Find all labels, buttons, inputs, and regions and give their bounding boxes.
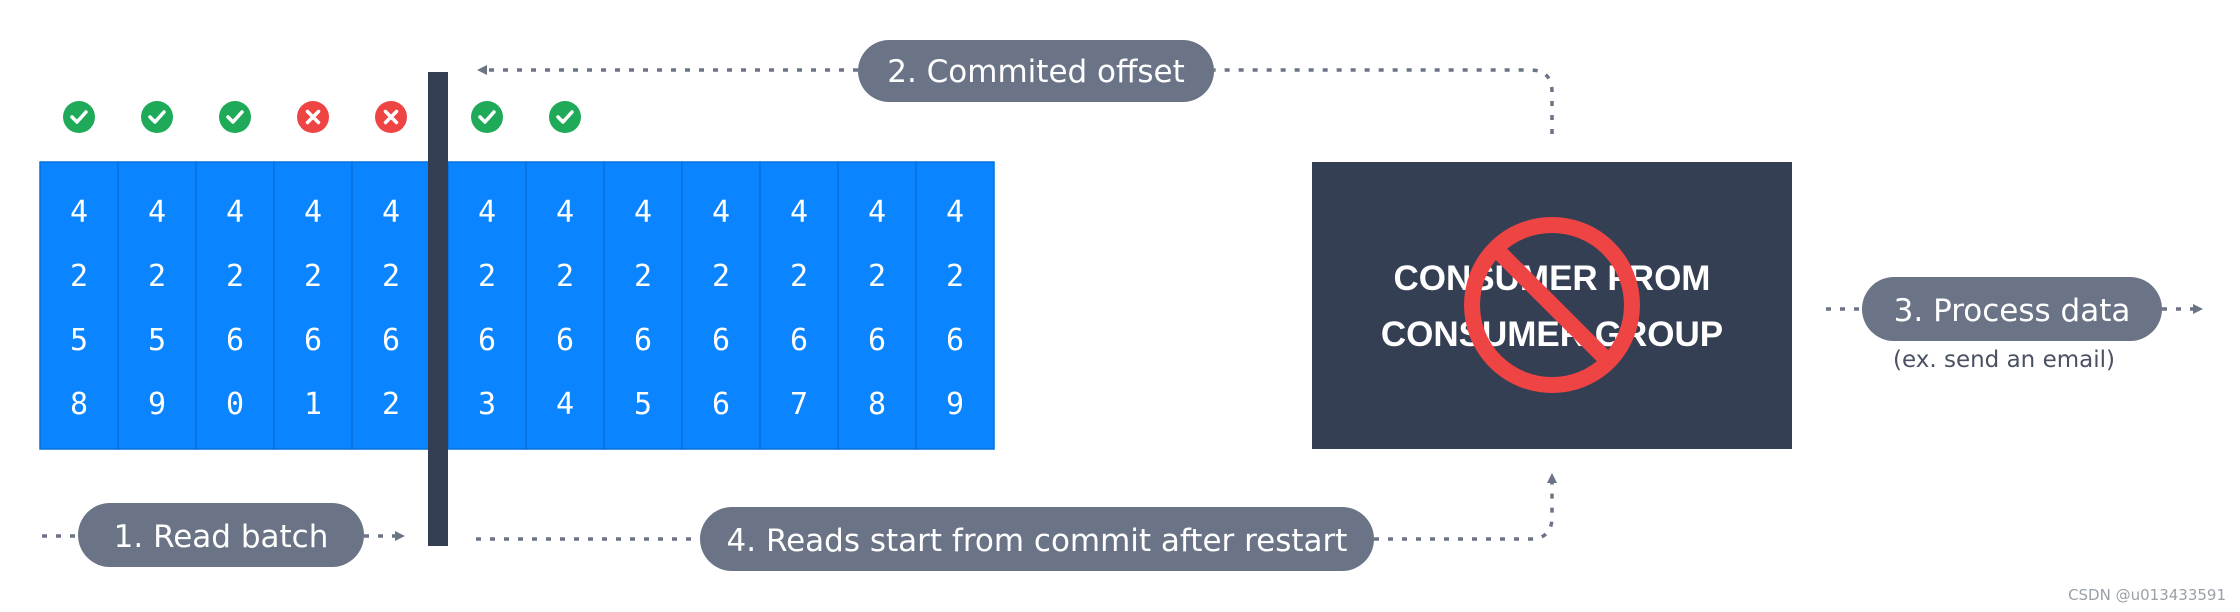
offset-digit: 6 (382, 323, 400, 358)
offset-digit: 0 (226, 387, 244, 422)
offset-digit: 6 (868, 323, 886, 358)
commited-offset-text: 2. Commited offset (887, 54, 1185, 90)
offset-cell-bg (837, 161, 917, 450)
offset-digit: 2 (712, 259, 730, 294)
cross-icon (297, 101, 329, 133)
offset-digit: 4 (478, 195, 496, 230)
offset-digit: 2 (304, 259, 322, 294)
offset-digit: 6 (556, 323, 574, 358)
offset-cell: 4 2 5 9 (117, 161, 197, 450)
offset-cell: 4 2 6 7 (759, 161, 839, 450)
label-process-data: 3. Process data (ex. send an email) (1862, 277, 2162, 373)
offset-digit: 1 (304, 387, 322, 422)
label-reads-start: 4. Reads start from commit after restart (700, 507, 1374, 571)
offset-digit: 9 (148, 387, 166, 422)
consumer-line-1: CONSUMER FROM (1394, 259, 1711, 298)
offset-digit: 5 (634, 387, 652, 422)
offset-cell: 4 2 6 1 (273, 161, 353, 450)
offset-cell-bg (447, 161, 527, 450)
offset-digit: 4 (556, 195, 574, 230)
offset-digit: 2 (226, 259, 244, 294)
offset-cell: 4 2 5 8 (39, 161, 119, 450)
offset-digit: 7 (790, 387, 808, 422)
offset-digit: 2 (148, 259, 166, 294)
commit-marker-bar (428, 72, 448, 546)
offset-cell-bg (351, 161, 431, 450)
offset-cell-bg (273, 161, 353, 450)
label-read-batch: 1. Read batch (78, 503, 364, 567)
offset-digit: 2 (946, 259, 964, 294)
offset-digit: 2 (382, 259, 400, 294)
offset-cell: 4 2 6 4 (525, 161, 605, 450)
offset-digit: 2 (790, 259, 808, 294)
offset-digit: 2 (556, 259, 574, 294)
offset-digit: 5 (148, 323, 166, 358)
offset-digit: 6 (712, 387, 730, 422)
offset-cell-bg (39, 161, 119, 450)
offset-digit: 4 (868, 195, 886, 230)
check-icon (63, 101, 95, 133)
offset-cell: 4 2 6 0 (195, 161, 275, 450)
offset-digit: 6 (946, 323, 964, 358)
offset-cell: 4 2 6 8 (837, 161, 917, 450)
offset-digit: 5 (70, 323, 88, 358)
offset-digit: 2 (70, 259, 88, 294)
offset-digit: 2 (382, 387, 400, 422)
partition-offsets: 4 2 5 8 4 2 5 9 4 2 6 0 4 2 6 1 4 2 6 2 4 2 6 3 4 2 6 4 4 2 6 5 4 2 6 6 4 2 6 7… (39, 161, 995, 450)
offset-cell: 4 2 6 6 (681, 161, 761, 450)
offset-cell: 4 2 6 2 (351, 161, 431, 450)
consumer-box: CONSUMER FROM CONSUMER GROUP (1312, 162, 1792, 449)
offset-digit: 4 (556, 387, 574, 422)
check-icon (219, 101, 251, 133)
offset-digit: 4 (226, 195, 244, 230)
prohibited-icon (1464, 217, 1640, 393)
offset-digit: 6 (634, 323, 652, 358)
offset-digit: 4 (304, 195, 322, 230)
offset-digit: 6 (478, 323, 496, 358)
label-commited-offset: 2. Commited offset (858, 40, 1214, 102)
process-data-subtitle: (ex. send an email) (1893, 347, 2115, 373)
consumer-line-2: CONSUMER GROUP (1381, 315, 1723, 354)
process-data-text: 3. Process data (1894, 293, 2131, 329)
offset-digit: 2 (868, 259, 886, 294)
watermark: CSDN @u013433591 (2068, 586, 2226, 604)
check-icon (141, 101, 173, 133)
offset-cell: 4 2 6 3 (447, 161, 527, 450)
offset-digit: 6 (712, 323, 730, 358)
offset-digit: 8 (70, 387, 88, 422)
reads-start-text: 4. Reads start from commit after restart (727, 523, 1348, 559)
cross-icon (375, 101, 407, 133)
offset-cell: 4 2 6 5 (603, 161, 683, 450)
offset-digit: 2 (634, 259, 652, 294)
offset-digit: 6 (304, 323, 322, 358)
arrows (42, 65, 2203, 541)
offset-digit: 4 (148, 195, 166, 230)
check-icon (549, 101, 581, 133)
status-icons-row (63, 101, 581, 133)
offset-cell-bg (195, 161, 275, 450)
offset-cell-bg (603, 161, 683, 450)
offset-digit: 6 (790, 323, 808, 358)
offset-digit: 2 (478, 259, 496, 294)
offset-digit: 4 (70, 195, 88, 230)
offset-cell-bg (681, 161, 761, 450)
offset-cell: 4 2 6 9 (915, 161, 995, 450)
offset-digit: 6 (226, 323, 244, 358)
restart-arrow-right (1374, 473, 1557, 541)
offset-digit: 4 (946, 195, 964, 230)
offset-digit: 3 (478, 387, 496, 422)
commit-arrow-right (1214, 68, 1554, 134)
offset-digit: 4 (382, 195, 400, 230)
offset-digit: 8 (868, 387, 886, 422)
offset-cell-bg (915, 161, 995, 450)
offset-cell-bg (525, 161, 605, 450)
offset-digit: 9 (946, 387, 964, 422)
offset-digit: 4 (790, 195, 808, 230)
read-batch-text: 1. Read batch (114, 519, 329, 555)
offset-digit: 4 (712, 195, 730, 230)
offset-digit: 4 (634, 195, 652, 230)
check-icon (471, 101, 503, 133)
